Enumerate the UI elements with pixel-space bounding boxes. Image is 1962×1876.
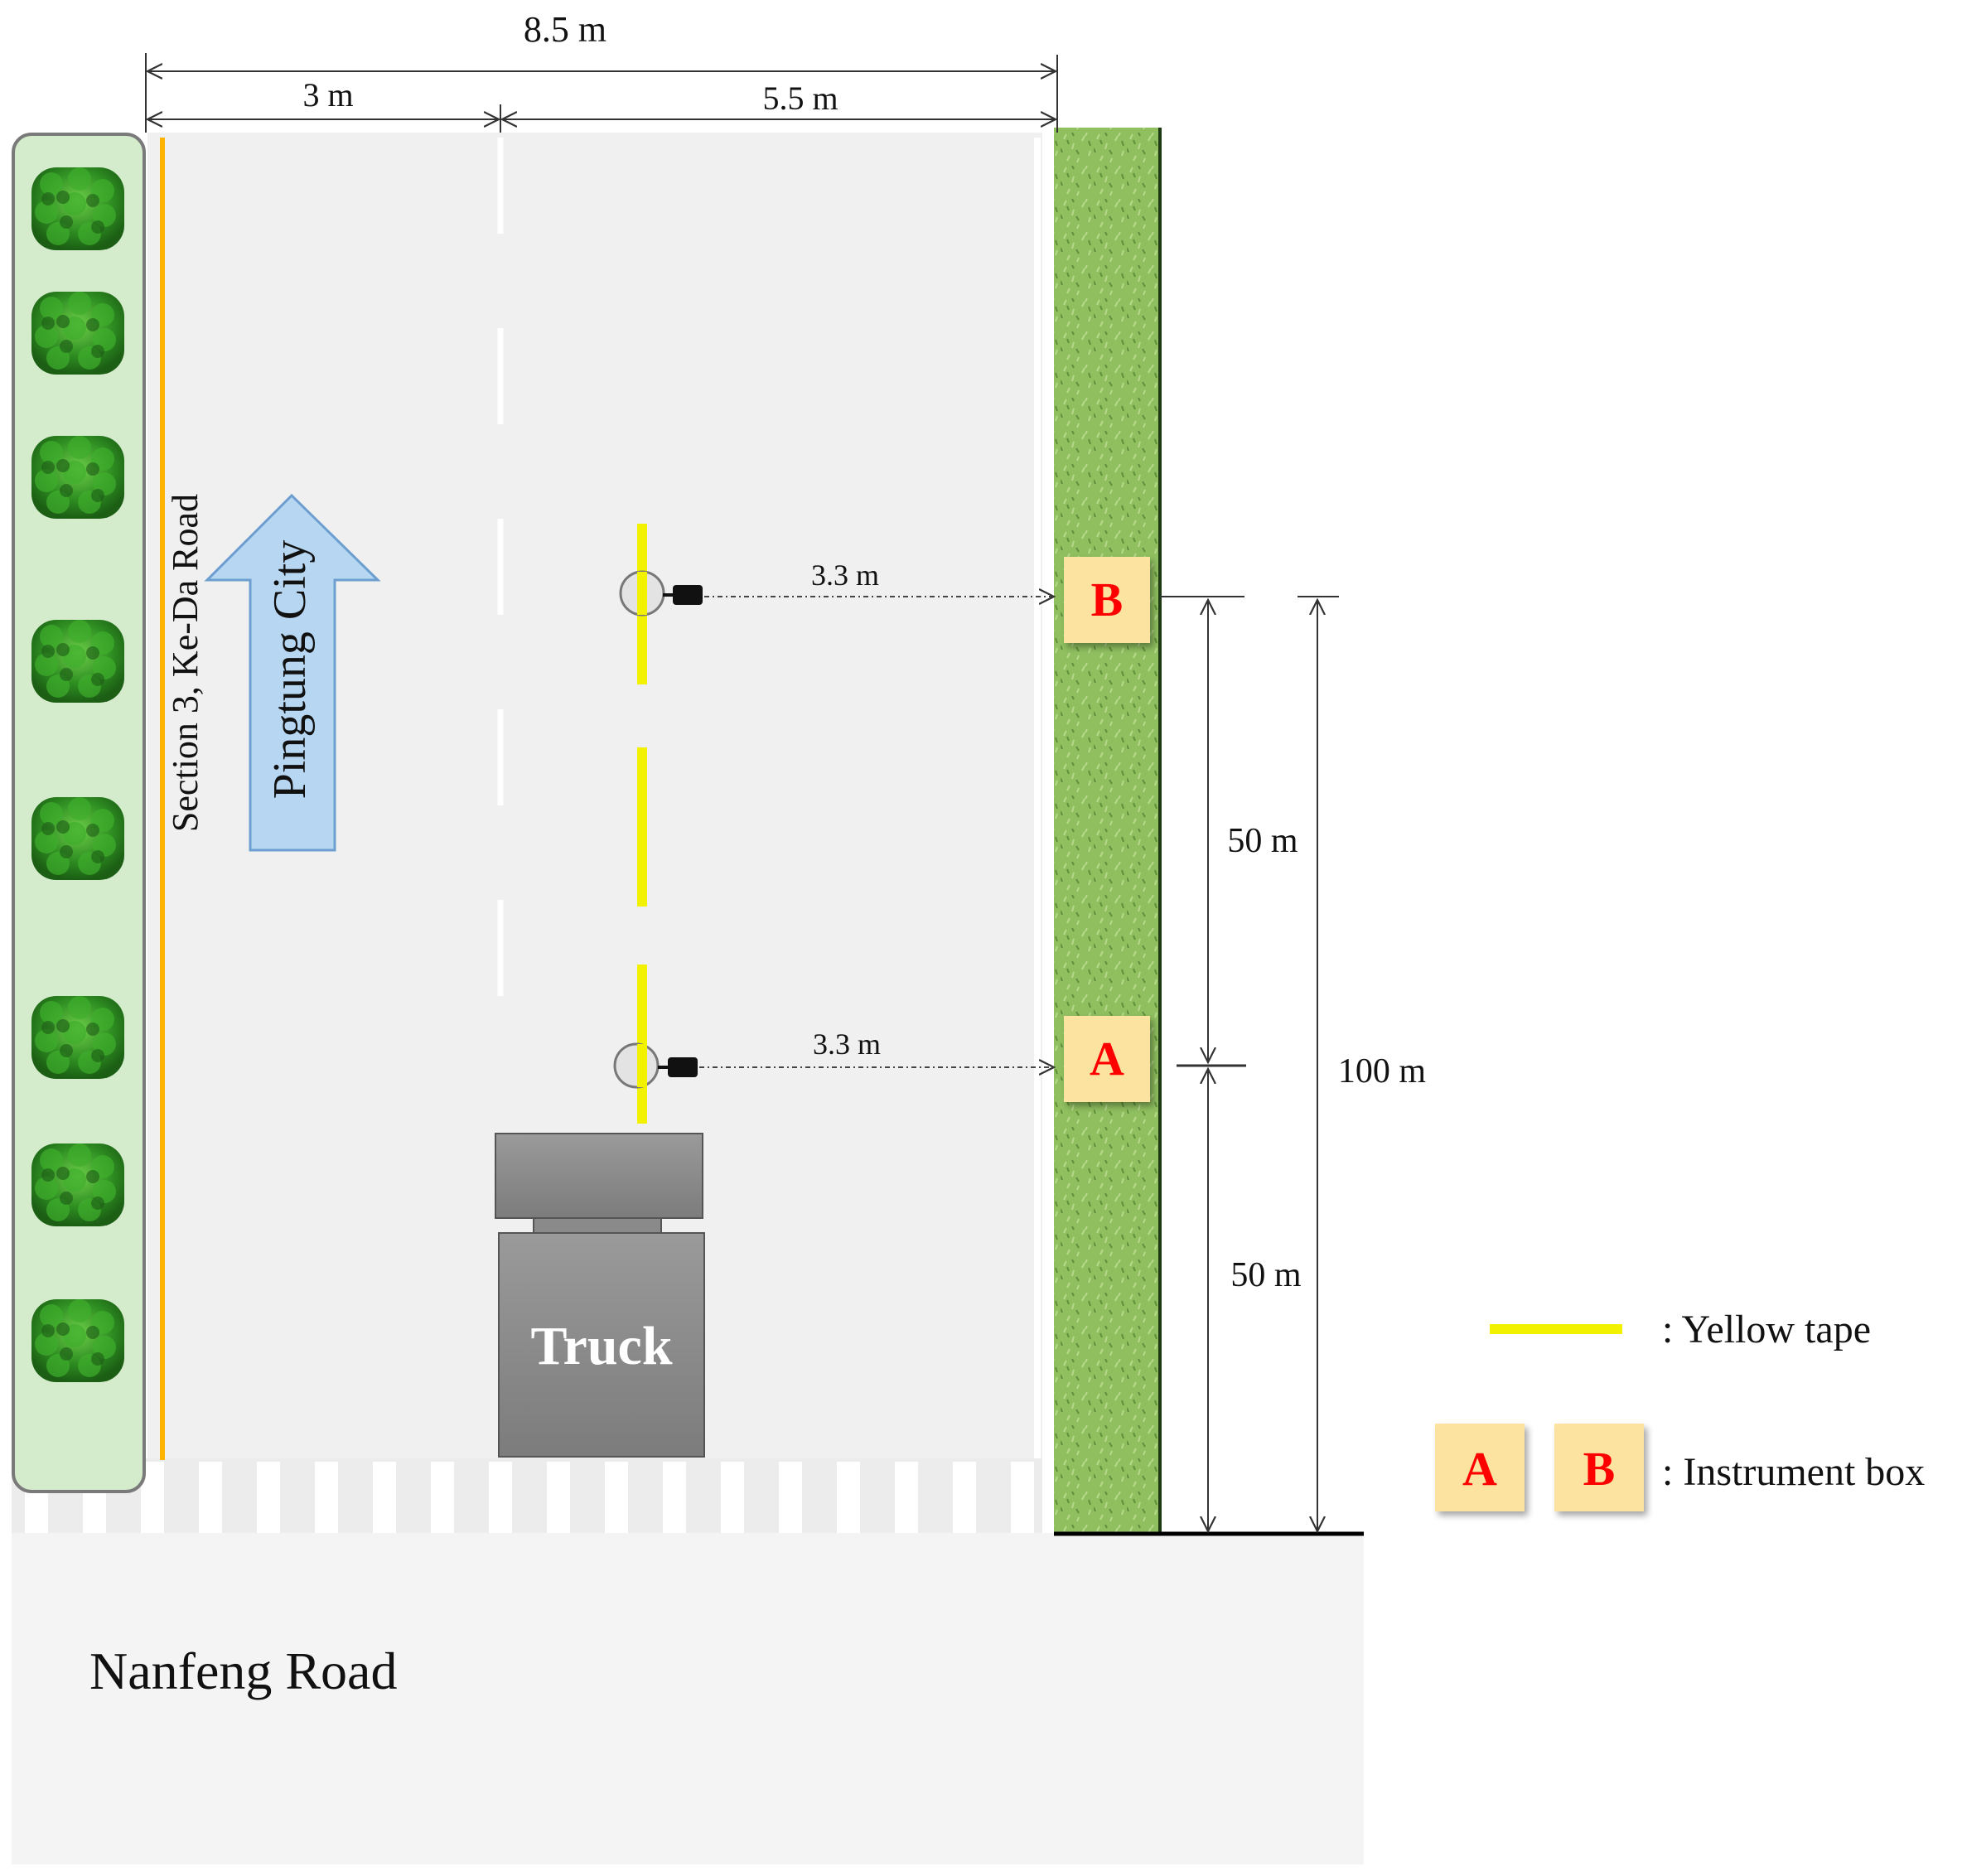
crosswalk-stripe [605,1462,628,1533]
legend: : Yellow tape A B : Instrument box [1435,1308,1925,1511]
offset-label-a: 3.3 m [813,1027,881,1061]
instrument-box-a-label: A [1090,1032,1124,1085]
crosswalk-stripe [199,1462,222,1533]
tree-icon [31,292,124,375]
crosswalk-base [12,1458,1042,1533]
legend-box-a [1435,1424,1525,1511]
lower-segment-label: 50 m [1230,1256,1302,1294]
crosswalk-stripe [257,1462,280,1533]
tree-icon [31,620,124,703]
crosswalk-stripe [953,1462,976,1533]
side-dimensions [1160,596,1339,1531]
right-lane-width-label: 5.5 m [762,80,838,117]
crosswalk-stripe [1011,1462,1034,1533]
crosswalk-stripe [373,1462,396,1533]
truck-label: Truck [530,1316,672,1376]
left-lane-width-label: 3 m [302,76,353,114]
sensor-b [619,570,703,616]
legend-box-b [1554,1424,1644,1511]
tree-icon [31,167,124,250]
legend-box-label: : Instrument box [1662,1450,1925,1494]
cross-road [12,1533,1364,1864]
total-length-label: 100 m [1338,1052,1427,1090]
tree-icon [31,797,124,880]
legend-box-b-label: B [1583,1442,1616,1496]
legend-box-a-label: A [1462,1442,1497,1496]
total-width-label: 8.5 m [524,9,606,50]
truck [495,1133,705,1458]
legend-tape-label: : Yellow tape [1662,1308,1871,1351]
sensor-a [613,1042,698,1089]
instrument-box-b [1064,557,1150,643]
top-dimensions [145,53,1058,133]
instrument-box-b-label: B [1091,573,1124,626]
direction-label: Pingtung City [264,540,316,800]
cross-road-label: Nanfeng Road [89,1642,397,1700]
crosswalk-stripe [779,1462,802,1533]
crosswalk-stripe [837,1462,860,1533]
crosswalk-stripe [721,1462,744,1533]
instrument-box-a [1064,1016,1150,1102]
crosswalk-stripe [663,1462,686,1533]
tree-icon [31,436,124,519]
crosswalk-stripe [315,1462,338,1533]
road-name-label: Section 3, Ke-Da Road [165,494,205,832]
crosswalk-stripe [895,1462,918,1533]
crosswalk-stripe [547,1462,570,1533]
crosswalk-stripe [489,1462,512,1533]
tree-icon [31,1143,124,1226]
crosswalk-stripe [431,1462,454,1533]
offset-label-b: 3.3 m [811,558,879,592]
grass-verge [1054,128,1160,1533]
tree-icon [31,1299,124,1382]
upper-segment-label: 50 m [1227,822,1298,860]
direction-arrow [204,493,381,852]
tree-icon [31,996,124,1079]
tree-row [31,167,124,1382]
